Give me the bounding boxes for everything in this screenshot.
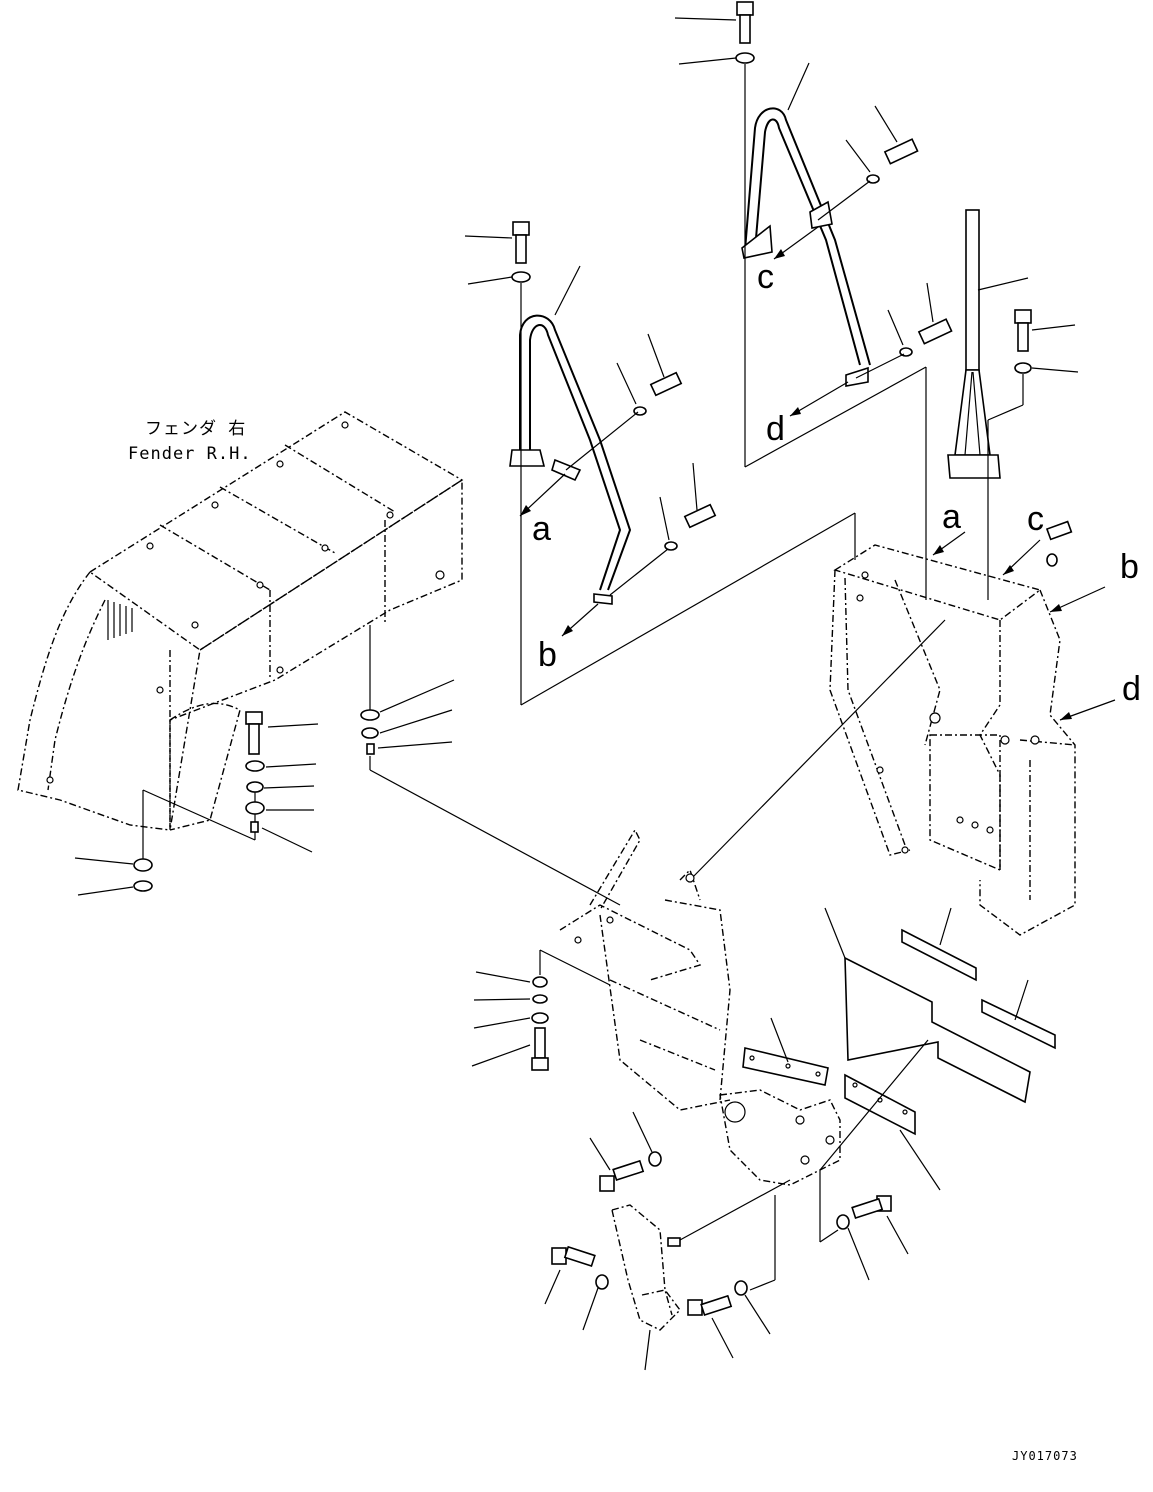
fender-leader-lines <box>74 679 621 906</box>
lower-bracket <box>559 828 841 1186</box>
post-leaders <box>977 277 1079 600</box>
arrow-label-a-left: a <box>532 510 551 548</box>
right-frame <box>829 520 1076 936</box>
arrow-label-a-right: a <box>942 498 961 536</box>
fender-assembly <box>17 411 464 860</box>
step-bracket <box>551 1151 892 1331</box>
fender-bolt-stack <box>133 709 380 892</box>
left-handrail-leaders <box>464 235 856 706</box>
title-english: Fender R.H. <box>128 444 252 464</box>
top-handrail-arrows <box>773 180 905 417</box>
top-handrail <box>735 1 953 387</box>
arrow-label-d-top: d <box>766 410 785 448</box>
step-leaders <box>544 1111 909 1371</box>
arrow-label-b-right: b <box>1120 548 1139 586</box>
title-japanese: フェンダ 右 <box>145 419 246 439</box>
mud-flap-plates <box>742 928 1056 1136</box>
left-handrail-arrows <box>519 411 669 637</box>
drawing-code: JY017073 <box>1012 1449 1078 1463</box>
arrow-label-c-top: c <box>757 258 774 296</box>
right-frame-arrows <box>689 531 1116 881</box>
arrow-label-d-right: d <box>1122 670 1141 708</box>
arrow-label-b-left: b <box>538 636 557 674</box>
lower-bracket-hardware <box>471 949 611 1071</box>
top-handrail-leaders <box>674 17 934 600</box>
arrow-label-c-right: c <box>1027 500 1044 538</box>
post-rod <box>947 209 1032 479</box>
plate-leaders <box>770 907 1029 1191</box>
